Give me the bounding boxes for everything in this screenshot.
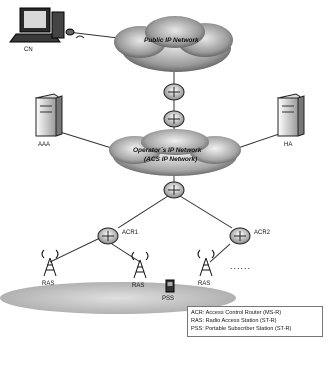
signal-icon	[75, 35, 85, 39]
acr1-label: ACR1	[122, 230, 139, 236]
legend-pss: PSS: Portable Subscriber Station (ST-R)	[191, 326, 292, 333]
pss-label: PSS	[162, 296, 175, 302]
public-ip-network-label: Public IP Network	[144, 37, 199, 44]
legend-ras: RAS: Radio Access Station (ST-R)	[191, 318, 277, 325]
router-icon	[163, 83, 185, 101]
router-icon	[163, 110, 185, 128]
aaa-label: AAA	[38, 142, 51, 148]
ras-label: RAS	[198, 281, 211, 287]
legend-acr: ACR: Access Control Router (MS-R)	[191, 310, 282, 316]
ellipsis-label: ......	[230, 261, 252, 271]
link-router3-acr2	[179, 195, 233, 229]
coverage-area	[0, 282, 236, 314]
operator-ip-network-cloud	[109, 129, 241, 176]
link-aaa-operator	[59, 131, 119, 151]
server-icon	[34, 93, 63, 137]
link-router3-acr1	[117, 195, 169, 229]
legend-box: ACR: Access Control Router (MS-R) RAS: R…	[187, 306, 323, 337]
router-icon	[229, 227, 251, 245]
acr2-label: ACR2	[254, 230, 271, 236]
link-acr2-ras3	[209, 243, 231, 263]
tower-icon	[197, 249, 215, 277]
link-cn-public	[67, 31, 119, 39]
server-icon	[276, 93, 305, 137]
phone-icon	[165, 279, 175, 293]
connection-lines	[49, 31, 286, 263]
router-icon	[97, 227, 119, 245]
computer-icon	[9, 7, 75, 43]
operator-ip-network-label: Operator`s IP Network	[133, 147, 202, 154]
link-acr1-ras1	[49, 237, 101, 263]
cn-label: CN	[24, 47, 33, 53]
link-acr1-ras2	[111, 243, 141, 263]
ha-label: HA	[284, 142, 293, 148]
ras-label: RAS	[42, 281, 55, 287]
ras-label: RAS	[132, 283, 145, 289]
link-ha-operator	[231, 131, 286, 151]
router-icon	[163, 181, 185, 199]
tower-icon	[41, 249, 59, 277]
public-ip-network-cloud	[114, 16, 233, 72]
operator-ip-network-sublabel: (ACS IP Network)	[144, 156, 198, 163]
tower-icon	[131, 251, 149, 279]
